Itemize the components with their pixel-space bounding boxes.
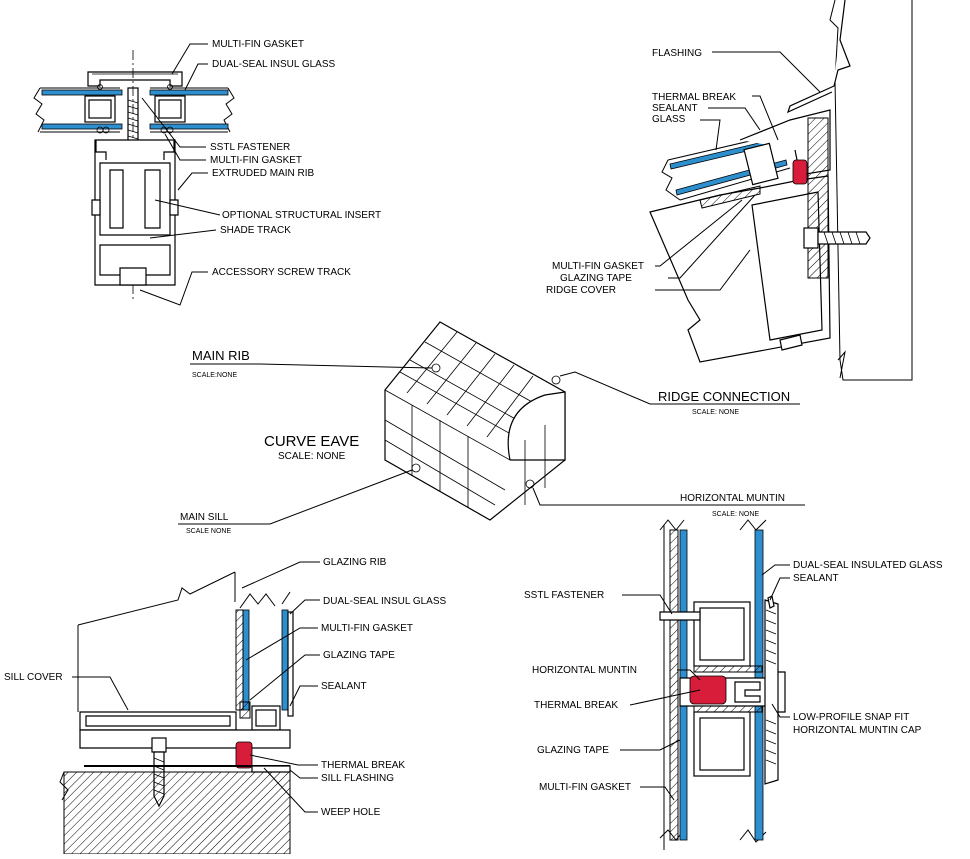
- sill-leaders: [72, 561, 320, 813]
- muntin-leaders: [620, 564, 790, 801]
- muntin-glass-lower-left: [679, 704, 688, 841]
- scale-ridge-connection: SCALE: NONE: [692, 409, 739, 416]
- ridge-leaders: [655, 51, 821, 291]
- sill-detail: GLAZING RIB DUAL-SEAL INSUL GLASS MULTI-…: [4, 557, 447, 855]
- label-ridge-cover: RIDGE COVER: [546, 285, 616, 296]
- label-sstl-fastener: SSTL FASTENER: [210, 142, 290, 153]
- main-rib-cap: [87, 71, 183, 87]
- label-ridge-glazing-tape: GLAZING TAPE: [560, 273, 632, 284]
- muntin-glazing-tape: [669, 529, 679, 841]
- label-glazing-rib: GLAZING RIB: [323, 557, 387, 568]
- muntin-glass-upper-left: [679, 529, 688, 681]
- label-muntin-sealant: SEALANT: [793, 573, 839, 584]
- label-muntin-glazing-tape: GLAZING TAPE: [537, 745, 609, 756]
- label-sill-cover: SILL COVER: [4, 672, 63, 683]
- label-multi-fin-gasket-top: MULTI-FIN GASKET: [212, 39, 304, 50]
- sill-ground: [63, 771, 291, 855]
- label-muntin-thermal-break: THERMAL BREAK: [534, 700, 618, 711]
- label-dual-seal-insul-glass: DUAL-SEAL INSUL GLASS: [212, 59, 336, 70]
- label-muntin-multi-fin-gasket: MULTI-FIN GASKET: [539, 782, 631, 793]
- isometric-curve-eave: [178, 321, 805, 525]
- callout-marker-muntin: [525, 479, 535, 489]
- label-horizontal-muntin: HORIZONTAL MUNTIN: [532, 665, 637, 676]
- label-ridge-multi-fin-gasket: MULTI-FIN GASKET: [552, 261, 644, 272]
- ridge-screw: [803, 227, 871, 249]
- main-rib-spacer-left-inner: [88, 99, 112, 119]
- label-sill-multi-fin-gasket: MULTI-FIN GASKET: [321, 623, 413, 634]
- muntin-glass-upper-right: [754, 529, 764, 681]
- main-rib-detail: MULTI-FIN GASKET DUAL-SEAL INSUL GLASS S…: [33, 39, 381, 306]
- label-extruded-main-rib: EXTRUDED MAIN RIB: [212, 168, 315, 179]
- label-optional-structural-insert: OPTIONAL STRUCTURAL INSERT: [222, 210, 381, 221]
- label-sill-flashing: SILL FLASHING: [321, 773, 394, 784]
- label-ridge-glass: GLASS: [652, 114, 686, 125]
- title-main-sill: MAIN SILL: [180, 512, 229, 523]
- title-main-rib: MAIN RIB: [192, 348, 250, 363]
- label-sill-dual-seal-insul-glass: DUAL-SEAL INSUL GLASS: [323, 596, 447, 607]
- label-multi-fin-gasket-bottom: MULTI-FIN GASKET: [210, 155, 302, 166]
- main-rib-spacer-right-inner: [158, 99, 182, 119]
- label-weep-hole: WEEP HOLE: [321, 807, 381, 818]
- ridge-wall: [829, 0, 913, 381]
- muntin-detail: DUAL-SEAL INSULATED GLASS SEALANT SSTL F…: [524, 519, 943, 850]
- ridge-hatched-block: [807, 117, 829, 279]
- callout-marker-main-sill: [411, 463, 421, 473]
- sill-thermal-break: [235, 741, 253, 769]
- main-rib-glass-left: [33, 87, 123, 133]
- main-rib-leaders: [139, 43, 221, 306]
- label-low-profile-cap-2: HORIZONTAL MUNTIN CAP: [793, 725, 922, 736]
- sill-glass: [235, 591, 294, 717]
- callout-marker-ridge: [551, 375, 561, 385]
- ridge-detail: FLASHING THERMAL BREAK SEALANT GLASS MUL…: [546, 0, 913, 381]
- label-ridge-thermal-break: THERMAL BREAK: [652, 92, 736, 103]
- title-horizontal-muntin: HORIZONTAL MUNTIN: [680, 493, 785, 504]
- main-rib-extrusion: [91, 139, 179, 286]
- label-dual-seal-insulated-glass: DUAL-SEAL INSULATED GLASS: [793, 560, 943, 571]
- main-rib-glass-right: [149, 87, 235, 133]
- muntin-glass-lower-right: [754, 704, 764, 841]
- title-curve-eave: CURVE EAVE: [264, 433, 359, 450]
- muntin-cap: [764, 599, 779, 785]
- label-ridge-sealant: SEALANT: [652, 103, 698, 114]
- label-sill-thermal-break: THERMAL BREAK: [321, 760, 405, 771]
- ridge-thermal-break: [792, 159, 808, 185]
- label-sill-glazing-tape: GLAZING TAPE: [323, 650, 395, 661]
- scale-horizontal-muntin: SCALE: NONE: [712, 511, 759, 518]
- scale-main-sill: SCALE NONE: [186, 528, 231, 535]
- scale-curve-eave: SCALE: NONE: [278, 451, 346, 462]
- ridge-flashing: [786, 0, 851, 114]
- label-accessory-screw-track: ACCESSORY SCREW TRACK: [212, 267, 351, 278]
- label-muntin-sstl-fastener: SSTL FASTENER: [524, 590, 604, 601]
- label-low-profile-cap-1: LOW-PROFILE SNAP FIT: [793, 712, 909, 723]
- title-ridge-connection: RIDGE CONNECTION: [658, 389, 790, 404]
- label-sill-sealant: SEALANT: [321, 681, 367, 692]
- scale-main-rib: SCALE:NONE: [192, 372, 237, 379]
- muntin-sstl-fastener: [659, 611, 701, 621]
- muntin-thermal-break: [689, 675, 727, 705]
- label-shade-track: SHADE TRACK: [220, 225, 291, 236]
- label-flashing: FLASHING: [652, 48, 702, 59]
